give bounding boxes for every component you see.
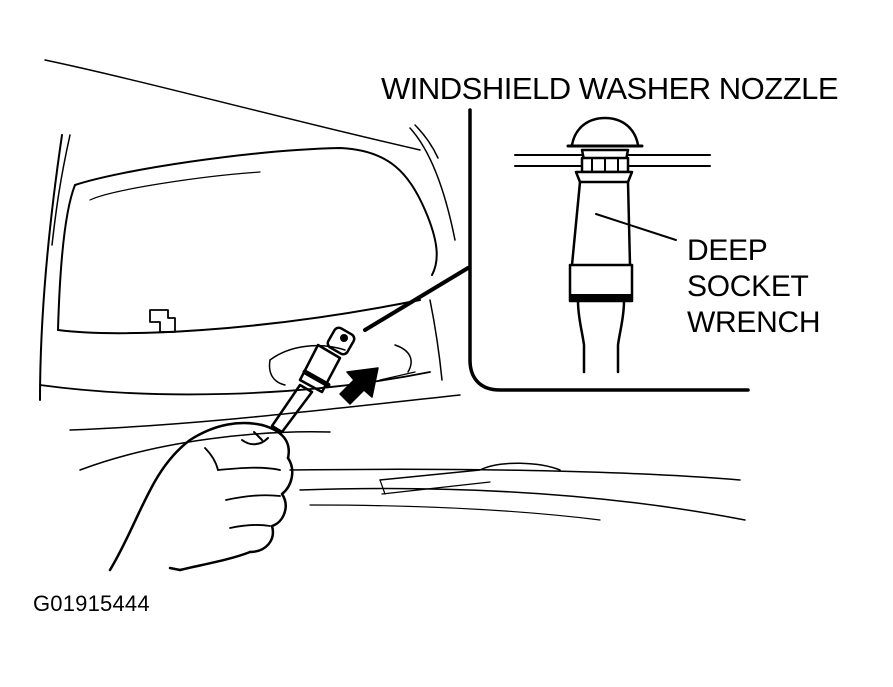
inset-frame <box>468 108 750 392</box>
nozzle-label: WINDSHIELD WASHER NOZZLE <box>381 71 839 106</box>
wrench-label: DEEP SOCKET WRENCH <box>687 233 820 341</box>
figure-id: G01915444 <box>33 591 150 616</box>
hatch-body <box>39 59 746 521</box>
leader-line <box>363 266 470 332</box>
hand <box>108 421 294 572</box>
wrench-label-line3: WRENCH <box>687 306 821 339</box>
direction-arrow <box>339 367 379 405</box>
wrench-in-scene <box>270 326 356 434</box>
wrench-label-line1: DEEP <box>687 234 768 267</box>
inset-detail <box>514 116 711 374</box>
wrench-label-line2: SOCKET <box>687 270 809 303</box>
